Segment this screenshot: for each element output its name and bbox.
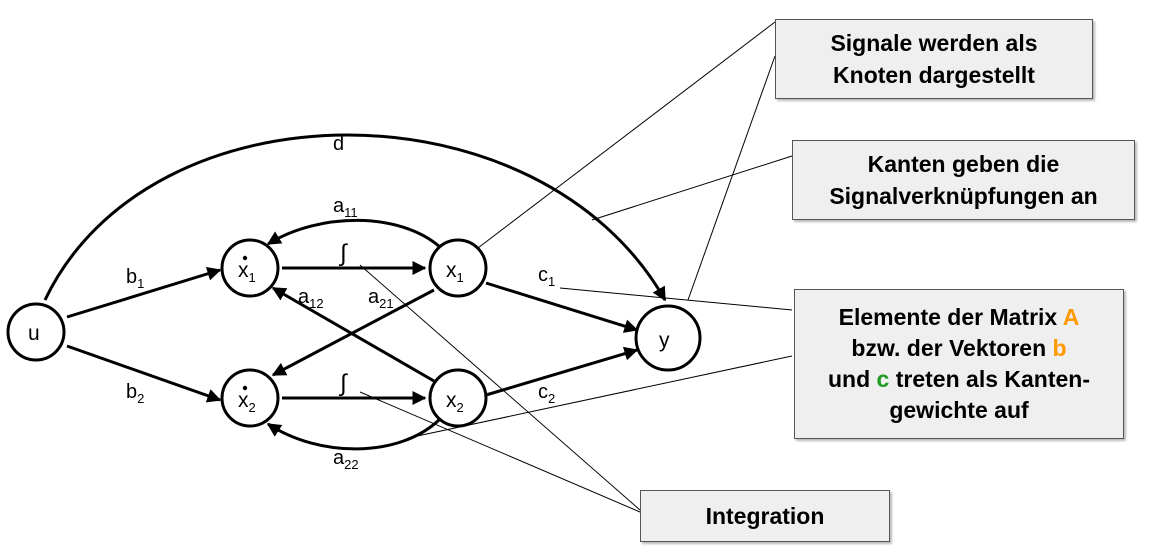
callout-line-signals-y — [687, 55, 776, 301]
derivative-dot-2 — [242, 385, 248, 391]
edge-a21 — [271, 288, 435, 377]
note-integration-label: Integration — [705, 503, 825, 529]
label-d: d — [333, 133, 344, 155]
vector-b-highlight: b — [1052, 335, 1067, 361]
note-signals-line-1: Signale werden als — [830, 30, 1038, 56]
node-x2 — [428, 368, 488, 428]
callout-line-signals-x1 — [477, 21, 776, 249]
edge-a11 — [266, 218, 441, 249]
callout-line-matrix-a22 — [407, 355, 793, 439]
note-signals-line-2: Knoten dargestellt — [833, 62, 1035, 88]
node-x1 — [428, 238, 488, 298]
edge-a12 — [271, 286, 435, 383]
node-xdot1-label: x1 — [238, 259, 256, 285]
label-c1: c1 — [538, 264, 555, 289]
node-y-label: y — [659, 329, 670, 352]
edge-b1 — [66, 267, 222, 319]
note-matrix-line-2: bzw. der Vektoren b — [851, 335, 1067, 361]
matrix-a-highlight: A — [1062, 304, 1080, 330]
edge-c1 — [485, 281, 639, 333]
note-matrix-line-4: gewichte auf — [889, 397, 1029, 423]
node-xdot1 — [220, 238, 280, 298]
node-x2-label: x2 — [446, 389, 464, 415]
label-integral-1: ∫ — [338, 240, 348, 267]
label-a11: a11 — [333, 195, 358, 220]
callout-line-matrix-c1 — [559, 287, 793, 311]
note-edges: Kanten geben die Signalverknüpfungen an — [792, 140, 1135, 220]
note-edges-line-2: Signalverknüpfungen an — [829, 183, 1098, 209]
node-x1-label: x1 — [446, 259, 464, 285]
derivative-dot-1 — [242, 255, 248, 261]
callout-line-edges — [591, 155, 793, 221]
note-matrix-line-3: und c treten als Kanten- — [828, 366, 1090, 392]
vector-c-highlight: c — [876, 366, 890, 392]
callout-line-integration-2 — [359, 391, 641, 513]
edge-a22 — [266, 417, 442, 451]
label-a21: a21 — [368, 286, 394, 311]
label-a22: a22 — [333, 447, 359, 472]
label-c2: c2 — [538, 381, 555, 406]
edge-d — [43, 133, 667, 302]
node-u — [6, 302, 66, 362]
label-a12: a12 — [298, 286, 324, 311]
note-integration: Integration — [640, 490, 890, 542]
callout-line-integration-1 — [359, 264, 641, 511]
note-matrix: Elemente der Matrix A bzw. der Vektoren … — [794, 289, 1124, 439]
note-signals: Signale werden als Knoten dargestellt — [775, 19, 1093, 99]
node-u-label: u — [28, 322, 40, 345]
node-xdot2 — [220, 368, 280, 428]
edge-c2 — [485, 346, 639, 397]
label-integral-2: ∫ — [338, 370, 348, 397]
edge-b2 — [66, 344, 222, 403]
node-y — [634, 304, 702, 372]
label-b1: b1 — [126, 266, 144, 291]
node-xdot2-label: x2 — [238, 389, 256, 415]
note-matrix-line-1: Elemente der Matrix A — [838, 304, 1080, 330]
label-b2: b2 — [126, 381, 144, 406]
note-edges-line-1: Kanten geben die — [867, 151, 1060, 177]
